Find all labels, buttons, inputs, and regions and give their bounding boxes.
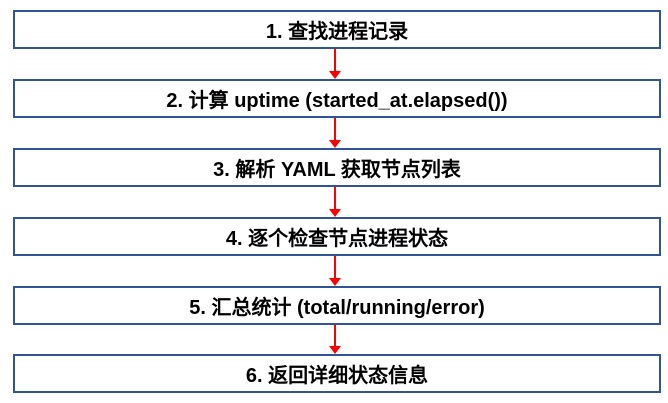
flow-step-4-label: 4. 逐个检查节点进程状态 [225, 228, 449, 250]
flow-arrow-2-3 [329, 118, 341, 148]
flow-step-6-label: 6. 返回详细状态信息 [245, 365, 429, 387]
flow-step-1: 1. 查找进程记录 [13, 10, 661, 49]
flow-step-4: 4. 逐个检查节点进程状态 [13, 217, 661, 256]
flow-step-1-label: 1. 查找进程记录 [265, 21, 409, 43]
arrow-line [334, 187, 336, 210]
arrow-line [334, 49, 336, 72]
arrow-down-icon [329, 278, 341, 286]
flow-arrow-3-4 [329, 187, 341, 217]
flow-step-5: 5. 汇总统计 (total/running/error) [13, 286, 661, 325]
flow-step-5-label: 5. 汇总统计 (total/running/error) [189, 297, 485, 319]
arrow-line [334, 118, 336, 141]
flow-step-6: 6. 返回详细状态信息 [13, 354, 661, 393]
flow-step-2-label: 2. 计算 uptime (started_at.elapsed()) [166, 90, 508, 112]
flow-arrow-4-5 [329, 256, 341, 286]
arrow-down-icon [329, 346, 341, 354]
flow-step-3-label: 3. 解析 YAML 获取节点列表 [213, 159, 461, 181]
arrow-down-icon [329, 209, 341, 217]
flow-arrow-1-2 [329, 49, 341, 79]
arrow-line [334, 256, 336, 279]
arrow-down-icon [329, 140, 341, 148]
arrow-line [334, 325, 336, 347]
flow-step-2: 2. 计算 uptime (started_at.elapsed()) [13, 79, 661, 118]
flow-arrow-5-6 [329, 325, 341, 354]
flow-step-3: 3. 解析 YAML 获取节点列表 [13, 148, 661, 187]
arrow-down-icon [329, 71, 341, 79]
